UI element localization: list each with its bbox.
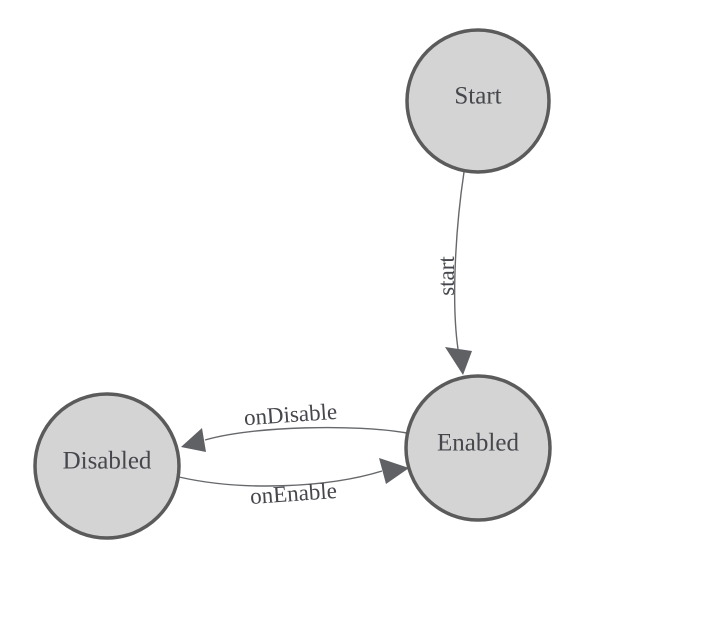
state-circle-disabled [33, 392, 181, 540]
arrowhead-into-disabled [181, 428, 206, 452]
state-label-disabled: Disabled [63, 448, 152, 475]
edge-label-onenable: onEnable [249, 478, 337, 509]
edge-start-to-enabled: start [434, 171, 472, 375]
state-circle-start [405, 28, 551, 174]
state-circle-enabled [404, 374, 552, 522]
edge-disabled-to-enabled: onEnable [178, 458, 409, 509]
state-label-start: Start [454, 83, 501, 110]
edge-enabled-to-disabled: onDisable [181, 399, 408, 452]
edge-line-ondisable [204, 426, 408, 441]
edge-label-ondisable: onDisable [243, 399, 338, 430]
edge-label-start: start [434, 256, 459, 296]
arrowhead-into-enabled-left [379, 458, 409, 484]
state-node-enabled: Enabled [404, 374, 552, 522]
state-node-disabled: Disabled [33, 392, 181, 540]
state-node-start: Start [405, 28, 551, 174]
edge-line-onenable [178, 470, 383, 487]
arrowhead-into-enabled-top [445, 347, 472, 375]
state-label-enabled: Enabled [437, 430, 519, 457]
edge-line-start [453, 171, 465, 350]
